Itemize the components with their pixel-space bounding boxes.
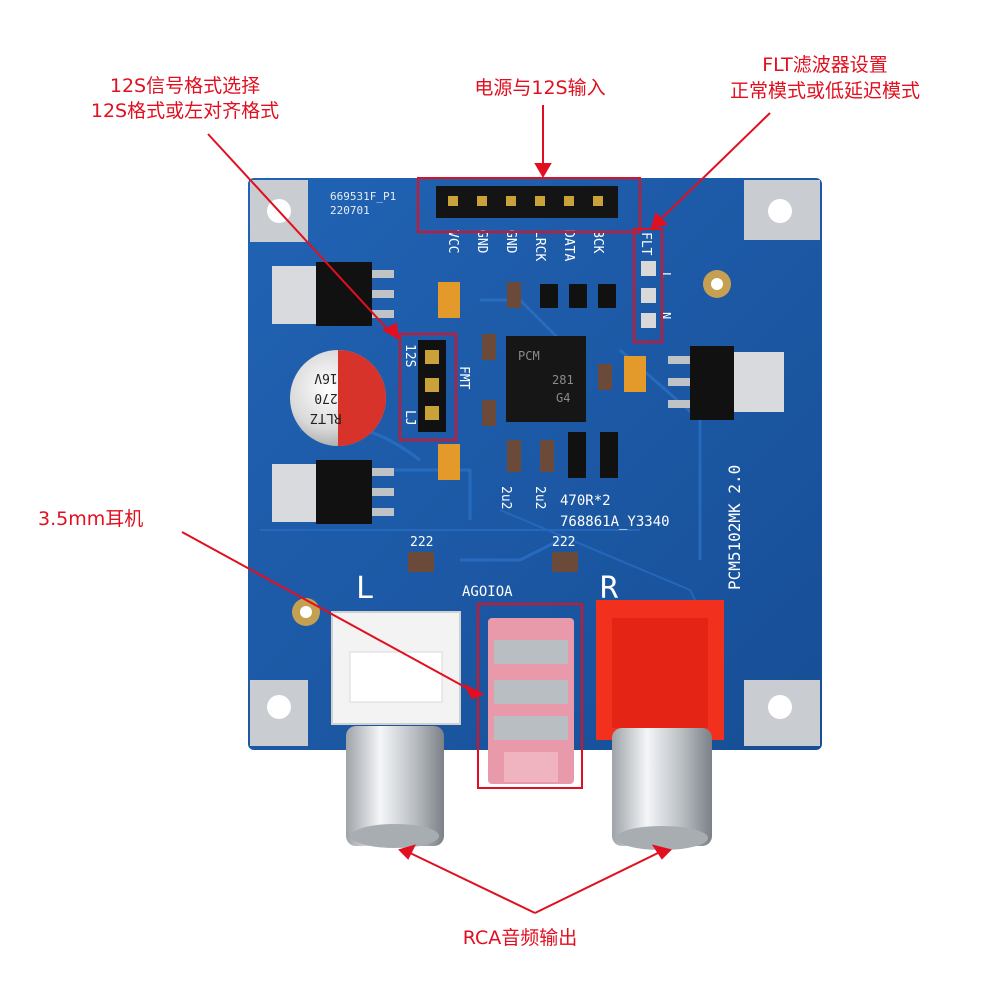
annotation-flt-modes: 正常模式或低延迟模式 xyxy=(729,80,920,102)
dac-chip: PCM 281 G4 xyxy=(506,336,586,422)
model-label: PCM5102MK 2.0 xyxy=(725,465,744,590)
chip-label-top: PCM xyxy=(518,349,540,363)
date-code: 220701 xyxy=(330,204,370,217)
cap-2u2-b: 2u2 xyxy=(532,486,547,509)
annotation-flt-filter-setting: FLT滤波器设置 xyxy=(762,54,888,76)
resistor-note: 470R*2 xyxy=(560,493,611,509)
board-code: 669531F_P1 xyxy=(330,190,396,203)
fmt-label: FMT xyxy=(456,366,471,390)
rca-jack-right xyxy=(596,600,724,850)
cap-voltage-label: 16V xyxy=(314,370,338,385)
annotation-i2s-format-options: 12S格式或左对齐格式 xyxy=(90,100,280,122)
cap-222-a: 222 xyxy=(410,535,433,550)
cap-value-label: 270 xyxy=(314,390,337,405)
chip-label-bot: G4 xyxy=(556,391,570,405)
annotation-i2s-format-select: 12S信号格式选择 xyxy=(109,75,261,97)
chip-label-mid: 281 xyxy=(552,373,574,387)
pin-label-bck: BCK xyxy=(590,230,605,254)
box-pin-header xyxy=(417,177,641,233)
right-channel-label: R xyxy=(600,571,619,606)
left-channel-label: L xyxy=(356,571,374,606)
flt-n-label: N xyxy=(659,312,673,319)
fmt-jumper: 12S LJ FMT xyxy=(402,340,471,432)
cap-222-b: 222 xyxy=(552,535,575,550)
header-pin-labels: VCC GND GND LRCK DATA BCK xyxy=(445,230,605,261)
flt-l-label: L xyxy=(659,272,673,279)
mounting-holes xyxy=(250,180,820,746)
rca-jack-left xyxy=(331,611,461,848)
headphone-jack xyxy=(488,618,574,784)
pin-label-vcc: VCC xyxy=(445,230,460,253)
voltage-regulator-right xyxy=(668,346,784,420)
pin-header xyxy=(436,186,618,218)
agnd-label: AGOIOA xyxy=(462,584,513,600)
serial-label: 768861A_Y3340 xyxy=(560,514,670,530)
smd-components xyxy=(408,282,646,572)
annotation-power-i2s-input: 电源与12S输入 xyxy=(474,77,606,99)
pin-label-lrck: LRCK xyxy=(532,230,547,261)
annotation-arrows xyxy=(181,105,771,914)
annotation-rca-output: RCA音频输出 xyxy=(462,927,578,949)
voltage-regulators-left xyxy=(272,262,394,524)
annotation-headphone: 3.5mm耳机 xyxy=(38,508,144,530)
box-fmt-jumper xyxy=(399,333,457,441)
flt-label: FLT xyxy=(638,232,653,256)
cap-brand-label: RLTZ xyxy=(310,410,341,425)
box-flt-jumper xyxy=(633,228,663,343)
electrolytic-capacitor: 16V 270 RLTZ xyxy=(290,350,386,446)
pin-label-gnd-2: GND xyxy=(503,230,518,254)
pin-label-data: DATA xyxy=(561,230,576,261)
flt-jumper: FLT L N xyxy=(638,232,673,328)
pin-label-gnd-1: GND xyxy=(474,230,489,254)
i2s-label: 12S xyxy=(402,344,417,367)
lj-label: LJ xyxy=(402,410,417,426)
cap-2u2-a: 2u2 xyxy=(498,486,513,509)
